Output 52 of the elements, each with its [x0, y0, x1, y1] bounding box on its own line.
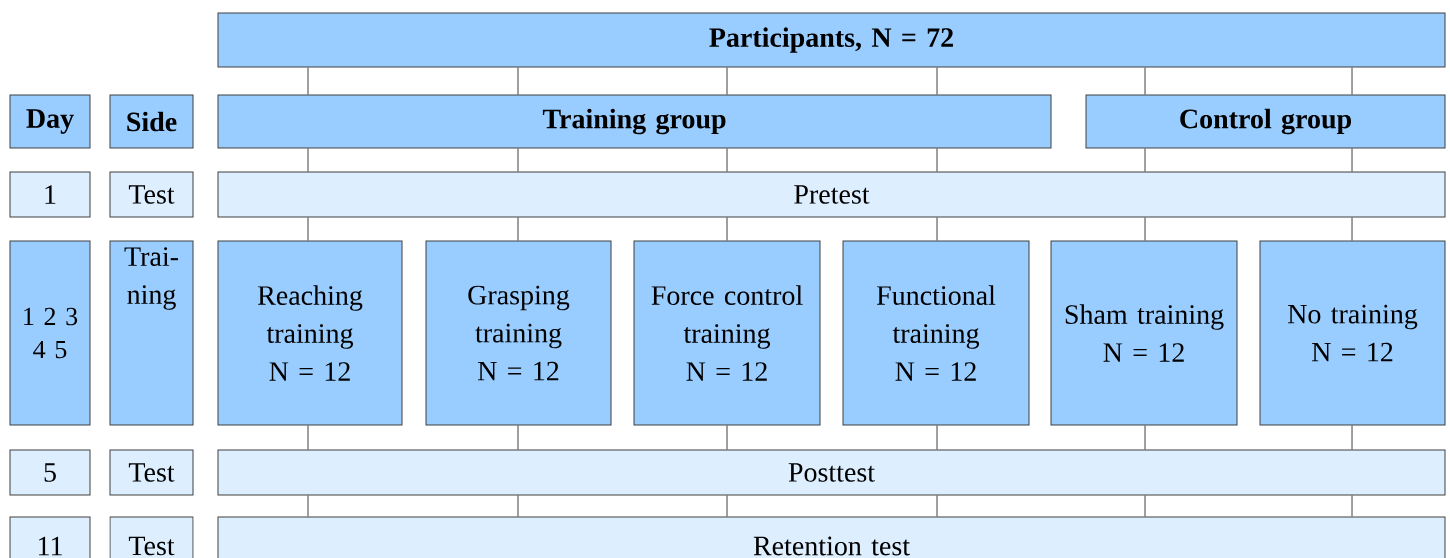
connector-line: [1144, 67, 1146, 95]
side-cell: Test: [109, 449, 194, 496]
side-cell: Test: [109, 516, 194, 558]
training-box: Grasping training N = 12: [425, 240, 612, 426]
connector-line: [1351, 425, 1353, 450]
connector-line: [1144, 425, 1146, 450]
connector-line: [1351, 495, 1353, 517]
connector-line: [307, 67, 309, 95]
connector-line: [726, 495, 728, 517]
connector-line: [1144, 148, 1146, 172]
connector-line: [936, 217, 938, 241]
day-cell: 1: [9, 171, 91, 218]
connector-line: [307, 495, 309, 517]
connector-line: [1144, 495, 1146, 517]
connector-line: [936, 67, 938, 95]
training-box: Force control training N = 12: [633, 240, 821, 426]
training-box: Functional training N = 12: [842, 240, 1030, 426]
training-box: Sham training N = 12: [1050, 240, 1238, 426]
connector-line: [517, 495, 519, 517]
connector-line: [517, 148, 519, 172]
connector-line: [1144, 217, 1146, 241]
connector-line: [517, 425, 519, 450]
connector-line: [936, 148, 938, 172]
connector-line: [1351, 217, 1353, 241]
connector-line: [1351, 148, 1353, 172]
day-cell: 11: [9, 516, 91, 558]
group-box: Control group: [1085, 94, 1446, 149]
connector-line: [726, 425, 728, 450]
connector-line: [1351, 67, 1353, 95]
connector-line: [307, 217, 309, 241]
connector-line: [517, 217, 519, 241]
column-header: Day: [9, 94, 91, 149]
phase-box: Pretest: [217, 171, 1446, 218]
header-box: Participants, N = 72: [217, 12, 1446, 68]
group-box: Training group: [217, 94, 1052, 149]
phase-box: Retention test: [217, 516, 1446, 558]
training-box: Reaching training N = 12: [217, 240, 403, 426]
side-cell: Trai-ning: [109, 240, 194, 426]
column-header: Side: [109, 94, 194, 149]
connector-line: [726, 148, 728, 172]
day-cell: 1 2 3 4 5: [9, 240, 91, 426]
side-cell: Test: [109, 171, 194, 218]
connector-line: [726, 217, 728, 241]
phase-box: Posttest: [217, 449, 1446, 496]
connector-line: [517, 67, 519, 95]
connector-line: [726, 67, 728, 95]
training-box: No training N = 12: [1259, 240, 1446, 426]
day-cell: 5: [9, 449, 91, 496]
connector-line: [936, 425, 938, 450]
connector-line: [936, 495, 938, 517]
connector-line: [307, 148, 309, 172]
connector-line: [307, 425, 309, 450]
